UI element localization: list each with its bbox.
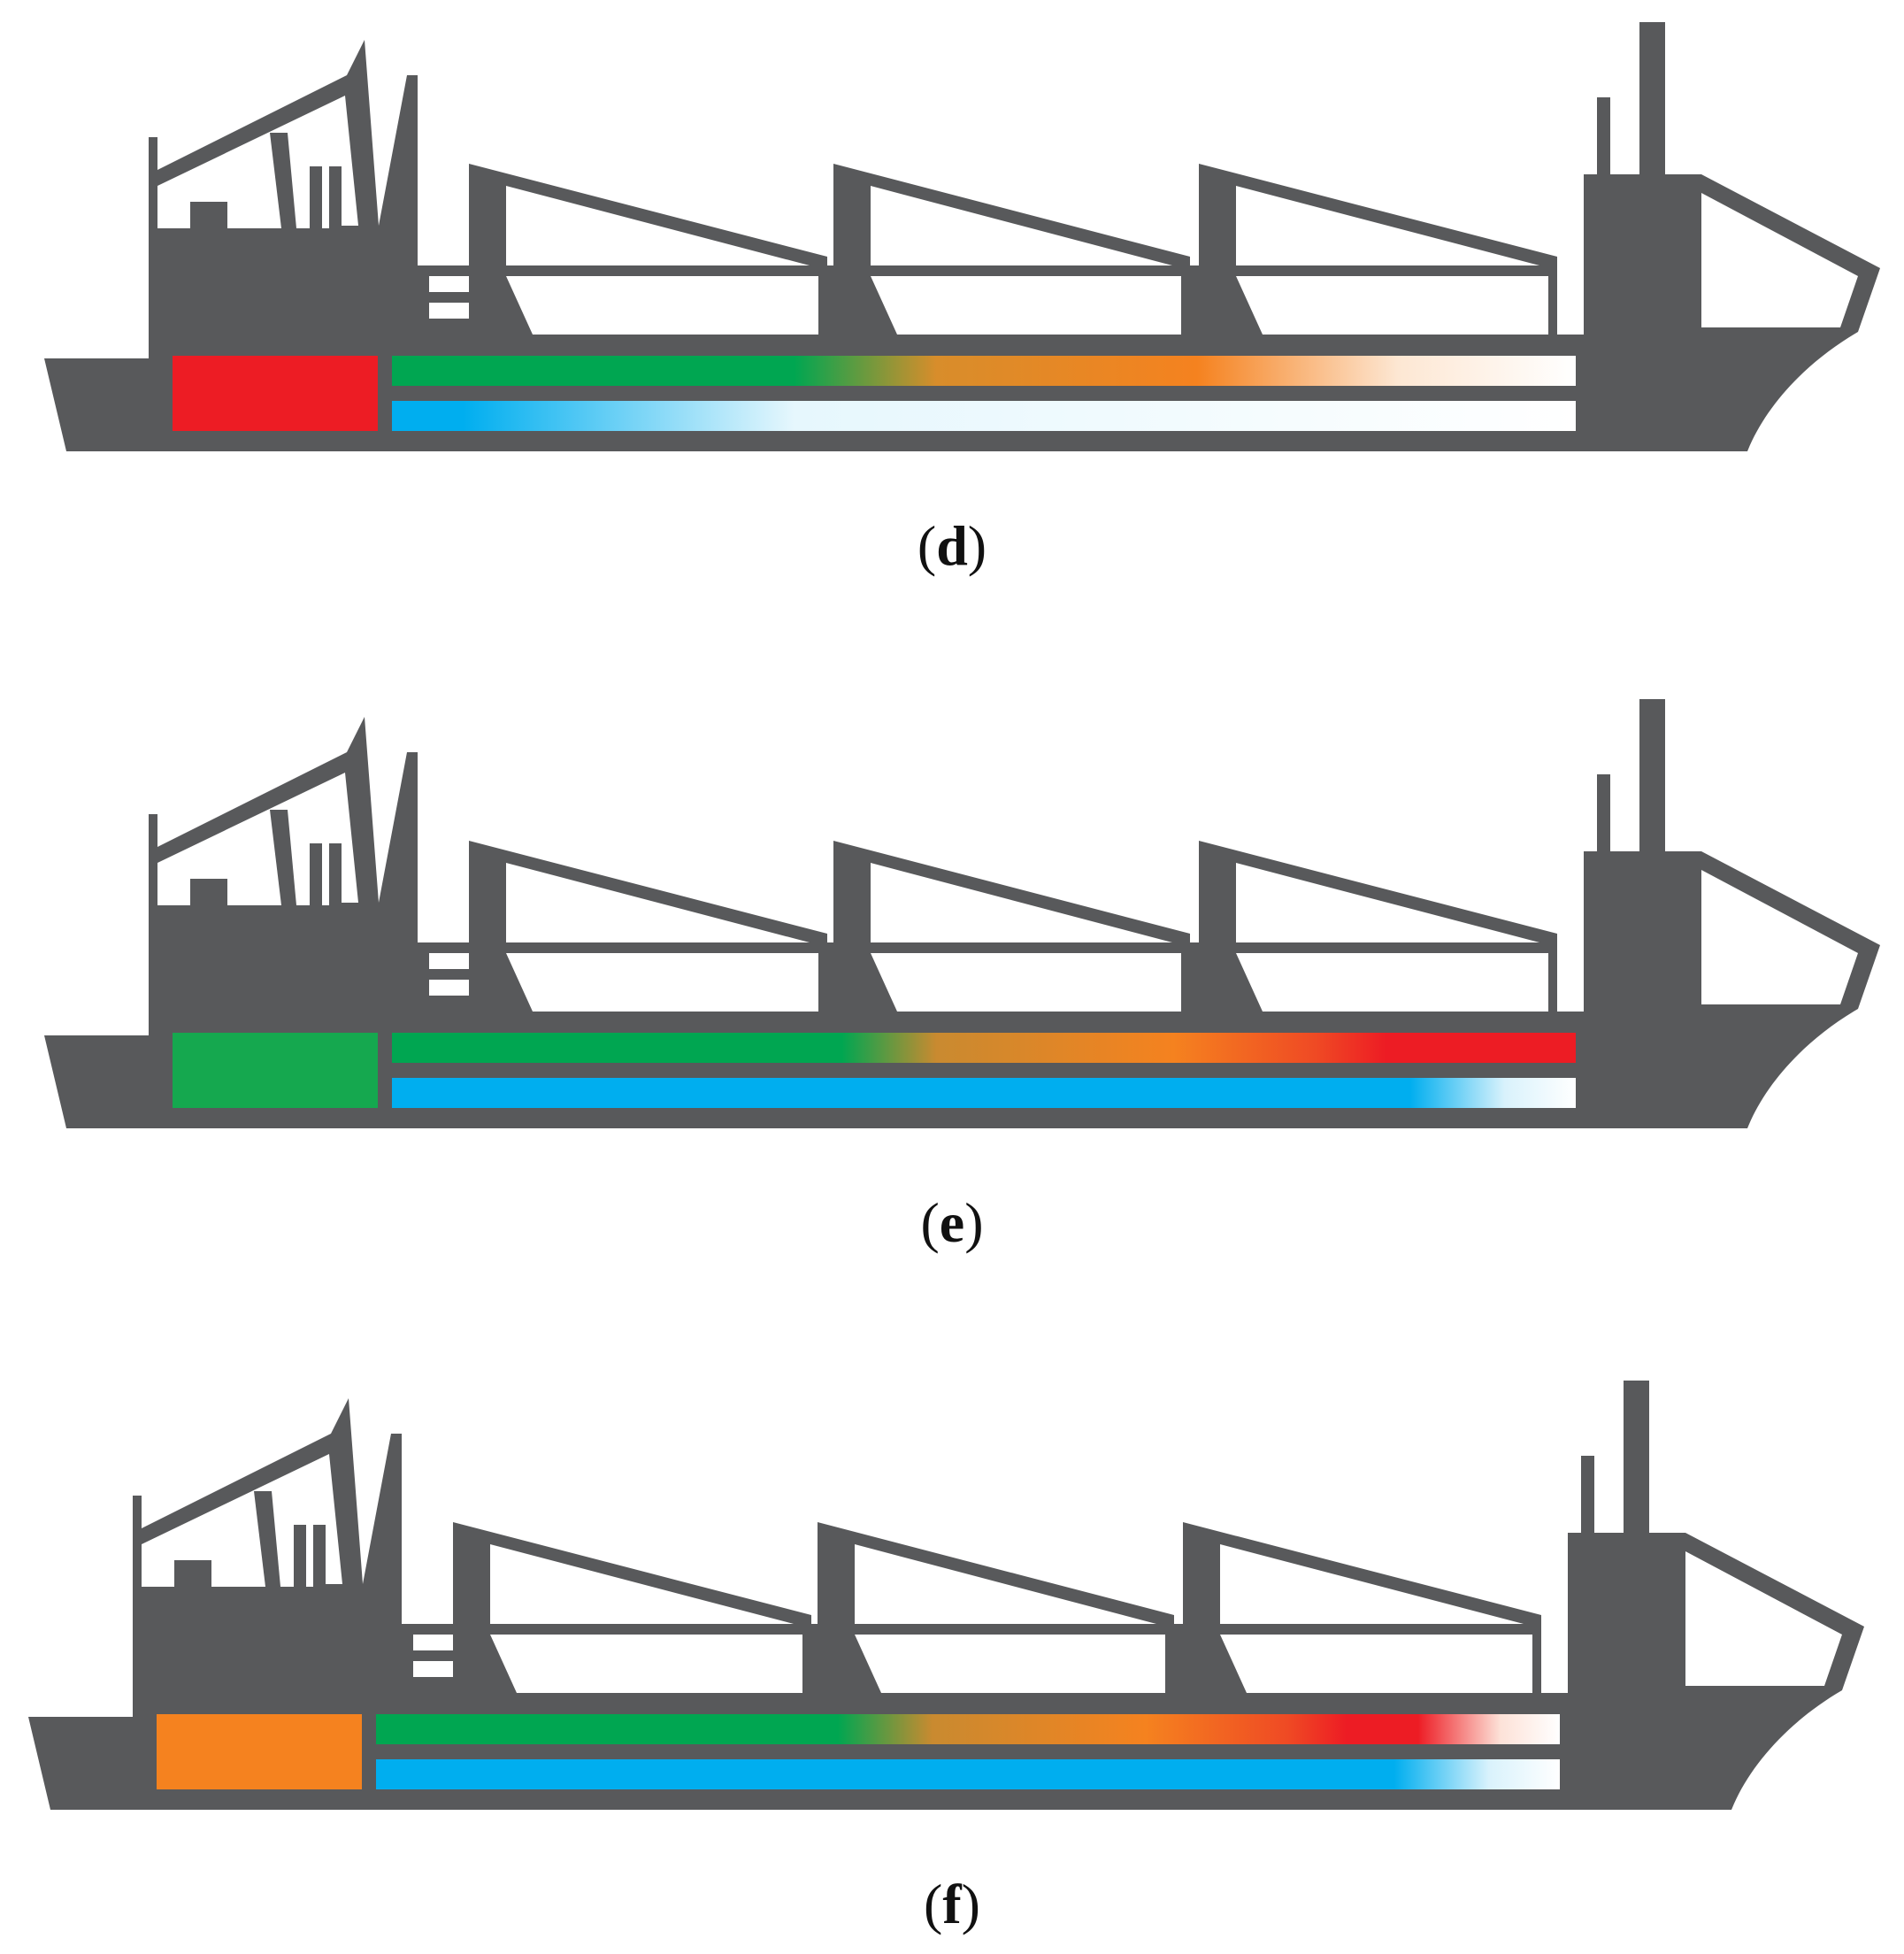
crane-base xyxy=(336,903,379,942)
cargo-hold-2 xyxy=(871,276,1181,335)
hatch-cover-3 xyxy=(1236,863,1539,942)
hatch-cover-2 xyxy=(855,1544,1156,1624)
energy-bar-bottom xyxy=(392,1078,1576,1108)
panel-caption-f: (f) xyxy=(924,1873,980,1935)
energy-bar-top xyxy=(392,356,1576,386)
hatch-cover-3 xyxy=(1220,1544,1524,1624)
crane-gap-bottom xyxy=(413,1661,453,1677)
cargo-hold-1 xyxy=(490,1635,802,1693)
cargo-hold-1 xyxy=(506,953,818,1012)
crane-base xyxy=(336,226,379,265)
bow-window xyxy=(1701,870,1858,1004)
cargo-hold-1 xyxy=(506,276,818,335)
funnel-block xyxy=(190,202,227,288)
cargo-hold-3 xyxy=(1236,953,1548,1012)
cargo-hold-3 xyxy=(1220,1635,1532,1693)
hatch-cover-1 xyxy=(490,1544,794,1624)
deck-step xyxy=(239,228,319,270)
ship-panel-d xyxy=(44,22,1880,451)
panel-caption-d: (d) xyxy=(917,514,987,577)
mast-post-b xyxy=(313,1525,326,1587)
hatch-cover-3 xyxy=(1236,186,1539,265)
mast-post-a xyxy=(294,1525,306,1587)
crane-column xyxy=(382,1624,402,1688)
engine-block xyxy=(173,356,378,431)
hatch-cover-2 xyxy=(871,186,1172,265)
mast-post-a xyxy=(310,166,322,228)
engine-block xyxy=(157,1714,362,1789)
panel-label: d xyxy=(936,514,968,577)
panel-label: e xyxy=(939,1191,965,1254)
energy-bar-bottom xyxy=(376,1759,1560,1789)
crane-gap-top xyxy=(429,953,469,969)
mast-strut xyxy=(270,133,296,228)
crane-gap-bottom xyxy=(429,303,469,319)
crane-gap-top xyxy=(413,1635,453,1650)
mast-post-b xyxy=(329,166,342,228)
energy-bar-top xyxy=(392,1033,1576,1063)
mast-strut xyxy=(254,1491,280,1587)
crane-column xyxy=(398,942,418,1006)
crane-column xyxy=(398,265,418,329)
mast-post-a xyxy=(310,843,322,905)
hatch-cover-1 xyxy=(506,863,810,942)
funnel-block xyxy=(174,1560,211,1647)
bow-window xyxy=(1701,193,1858,327)
crane-base xyxy=(320,1584,363,1624)
panel-caption-e: (e) xyxy=(920,1191,984,1254)
engine-block xyxy=(173,1033,378,1108)
mast-strut xyxy=(270,810,296,905)
cargo-hold-2 xyxy=(855,1635,1165,1693)
ship-panel-f xyxy=(28,1381,1864,1810)
ship-panel-e xyxy=(44,699,1880,1128)
cargo-hold-2 xyxy=(871,953,1181,1012)
funnel-block xyxy=(190,879,227,965)
mast-post-b xyxy=(329,843,342,905)
deck-step xyxy=(239,905,319,947)
panel-label: f xyxy=(942,1873,962,1935)
hatch-cover-1 xyxy=(506,186,810,265)
crane-gap-bottom xyxy=(429,980,469,996)
energy-bar-top xyxy=(376,1714,1560,1744)
hatch-cover-2 xyxy=(871,863,1172,942)
cargo-hold-3 xyxy=(1236,276,1548,335)
energy-bar-bottom xyxy=(392,401,1576,431)
bow-window xyxy=(1685,1551,1842,1686)
deck-step xyxy=(223,1587,303,1628)
crane-gap-top xyxy=(429,276,469,292)
